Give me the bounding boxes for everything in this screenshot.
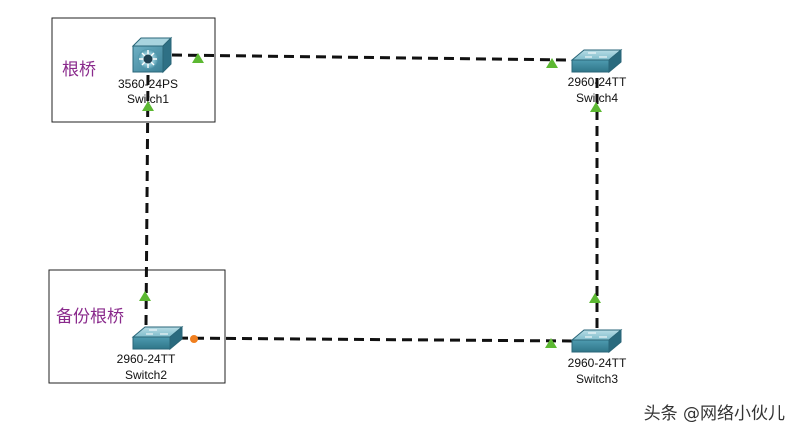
port-up-indicator: [139, 291, 151, 301]
switch2-model: 2960-24TT: [117, 352, 176, 366]
link-switch2-switch1[interactable]: [144, 74, 150, 326]
port-up-indicator: [590, 102, 602, 112]
switch-icon: [570, 48, 623, 74]
switch1-model: 3560-24PS: [118, 77, 178, 91]
switch4-device[interactable]: 2960-24TT Switch4: [568, 48, 627, 105]
switch4-model: 2960-24TT: [568, 75, 627, 89]
switch3-model: 2960-24TT: [568, 356, 627, 370]
root-bridge-region: [51, 17, 216, 123]
switch-icon: [131, 325, 184, 351]
link-switch1-switch4[interactable]: [171, 53, 571, 62]
switch2-name: Switch2: [125, 368, 167, 382]
multilayer-switch-icon: [131, 36, 173, 74]
port-blocked-indicator: [190, 335, 198, 343]
switch-icon: [570, 328, 623, 354]
port-up-indicator: [192, 53, 204, 63]
backup-root-bridge-label: 备份根桥: [56, 307, 124, 327]
watermark-text: 头条 @网络小伙儿: [644, 404, 785, 424]
switch3-device[interactable]: 2960-24TT Switch3: [568, 328, 627, 386]
link-switch3-switch2[interactable]: [167, 336, 573, 343]
switch2-device[interactable]: 2960-24TT Switch2: [117, 325, 184, 382]
port-up-indicator: [142, 101, 154, 111]
switch3-name: Switch3: [576, 372, 618, 386]
root-bridge-label: 根桥: [62, 60, 96, 80]
switch1-name: Switch1: [127, 92, 169, 106]
switch4-name: Switch4: [576, 91, 618, 105]
switch1-device[interactable]: 3560-24PS Switch1: [118, 36, 178, 106]
backup-root-bridge-region: [48, 269, 226, 384]
port-up-indicator: [545, 338, 557, 348]
port-up-indicator: [589, 293, 601, 303]
port-up-indicator: [546, 58, 558, 68]
